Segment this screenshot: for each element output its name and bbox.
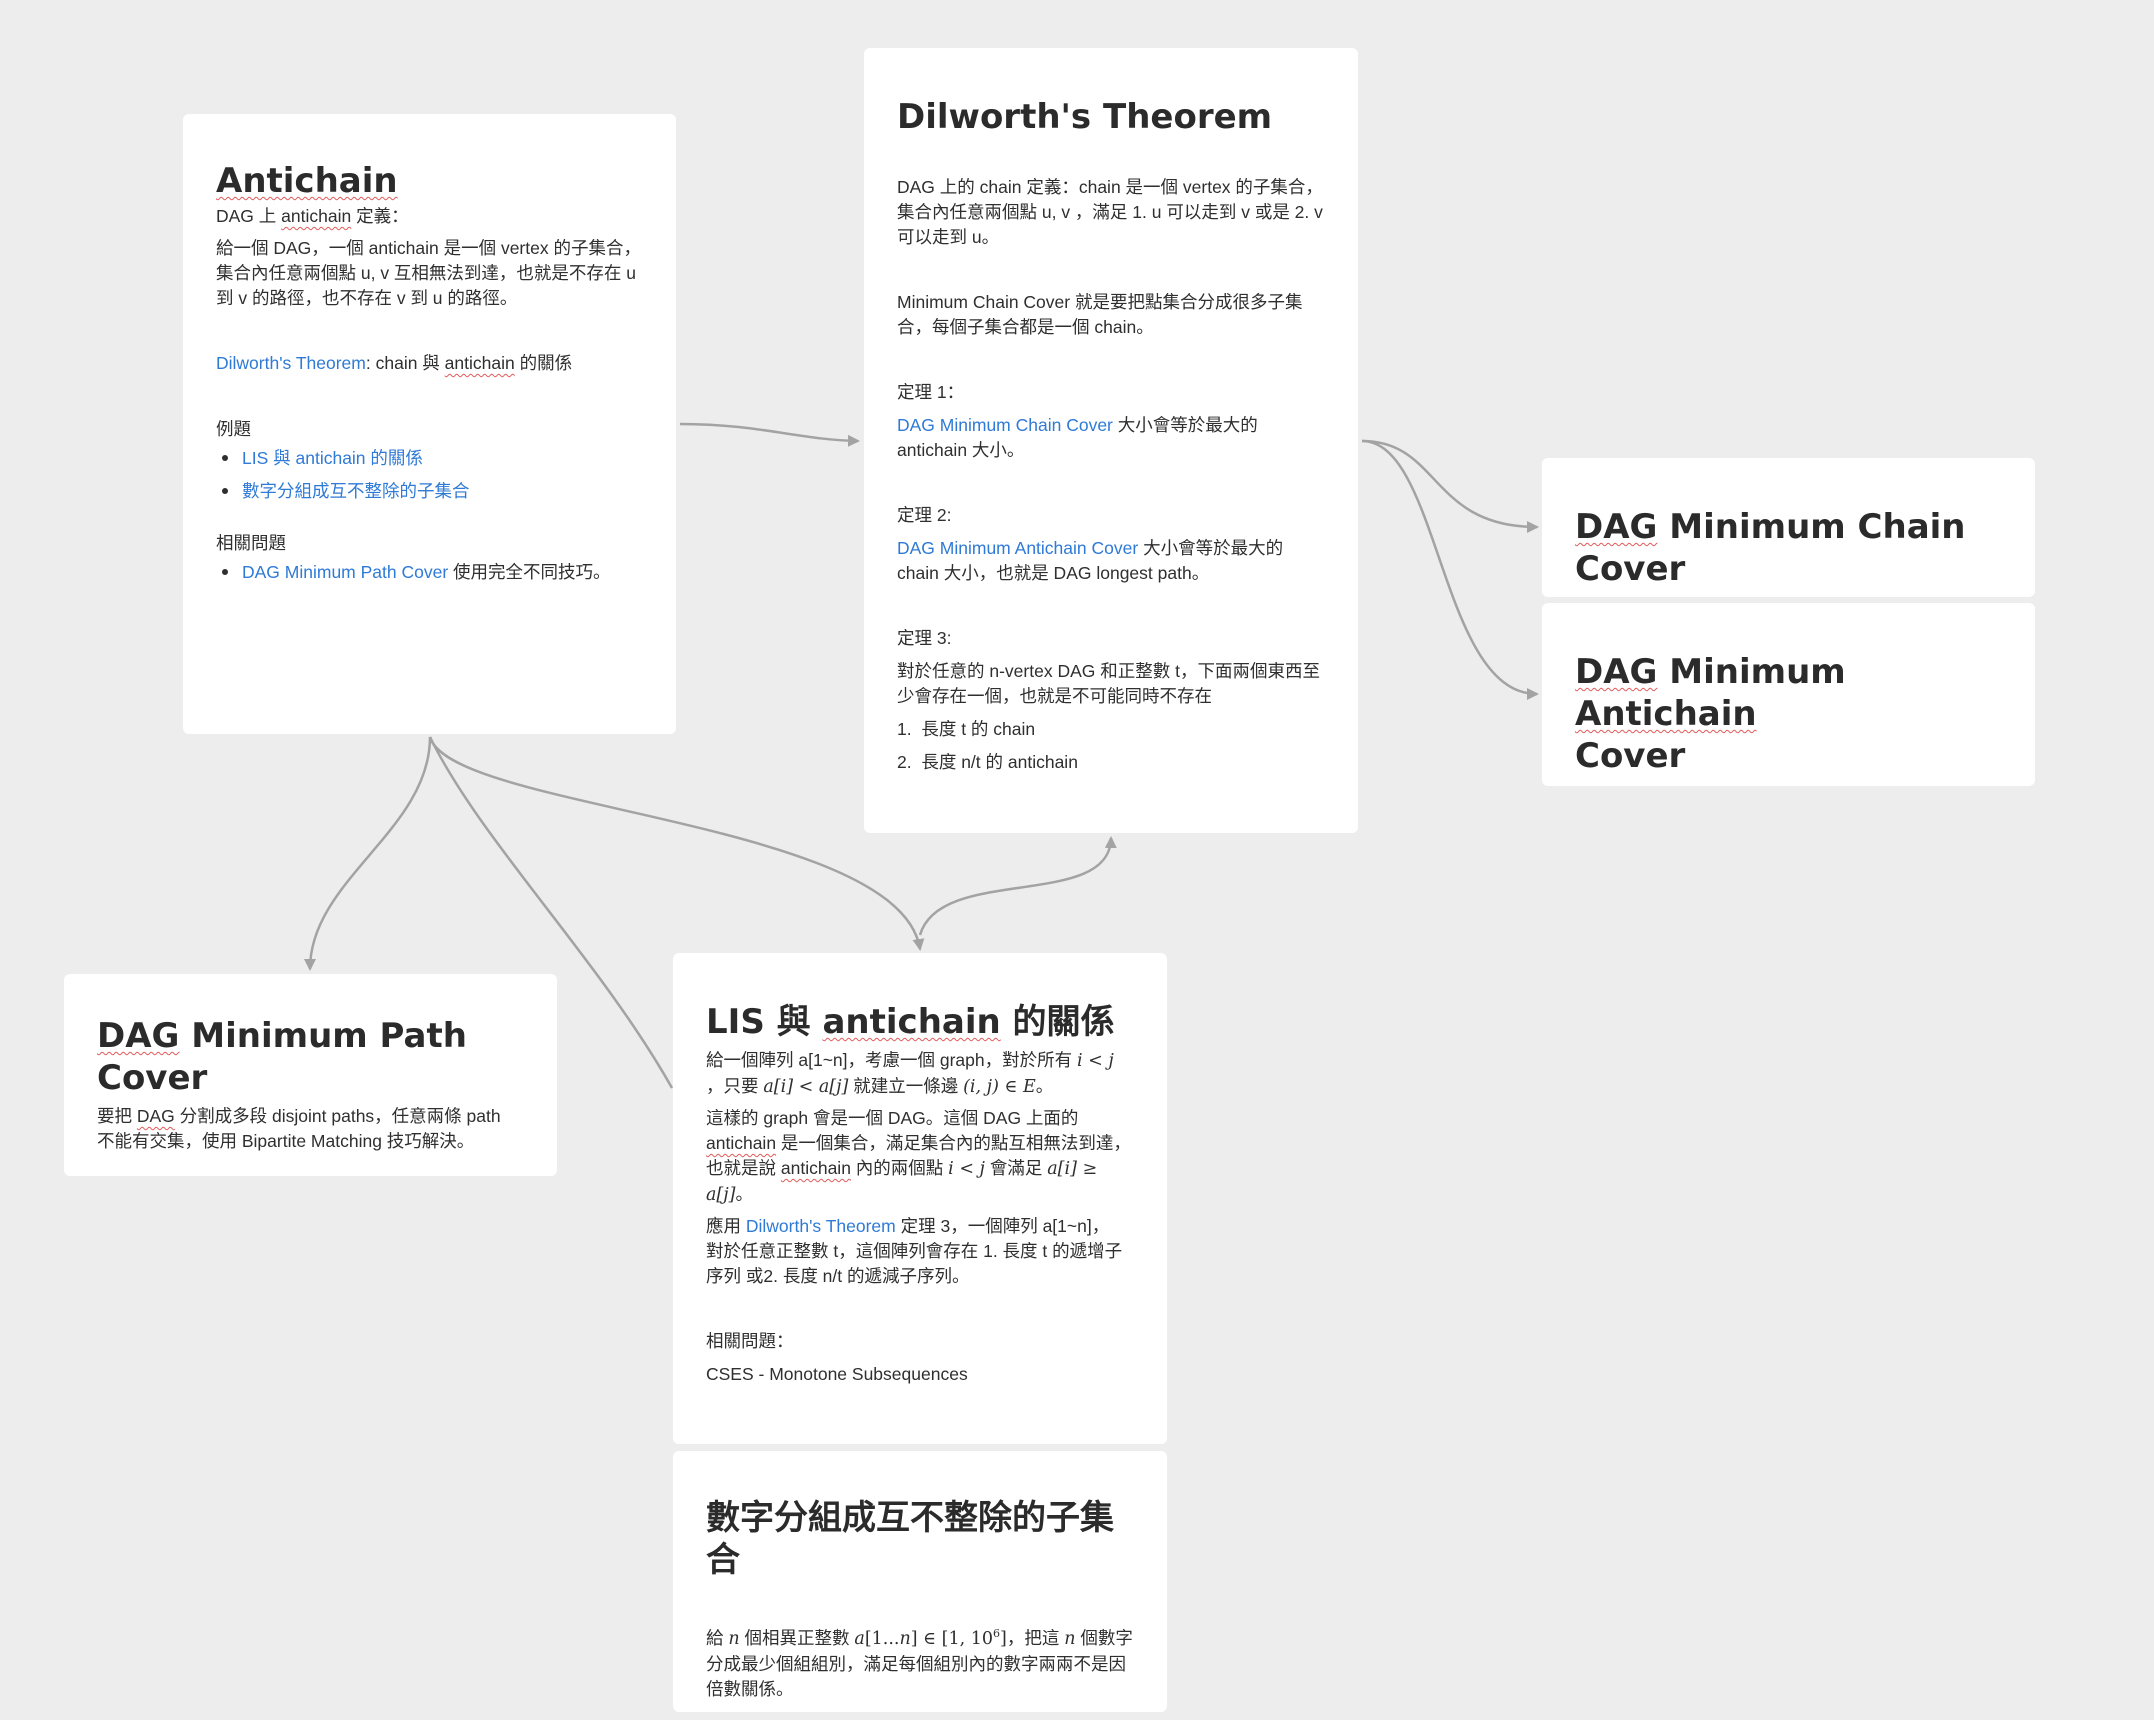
list-item: 1. 長度 t 的 chain (897, 719, 1036, 739)
examples-list: LIS 與 antichain 的關係 數字分組成互不整除的子集合 (216, 442, 643, 508)
card-antichain[interactable]: Antichain DAG 上 antichain 定義： 給一個 DAG，一個… (183, 114, 676, 734)
link-lis-antichain[interactable]: LIS 與 antichain 的關係 (242, 448, 423, 468)
card-title: Antichain (216, 161, 398, 201)
theorem-3-list: 1. 長度 t 的 chain 2. 長度 n/t 的 antichain (897, 717, 1325, 783)
related-label: 相關問題： (706, 1331, 794, 1351)
chain-definition: DAG 上的 chain 定義：chain 是一個 vertex 的子集合， 集… (897, 177, 1323, 247)
link-divide-subsets[interactable]: 數字分組成互不整除的子集合 (242, 481, 470, 501)
edge-antichain-to-path-cover[interactable] (304, 736, 432, 971)
list-item: DAG Minimum Path Cover 使用完全不同技巧。 (216, 556, 643, 589)
chain-cover-definition: Minimum Chain Cover 就是要把點集合分成很多子集 合，每個子集… (897, 292, 1303, 337)
theorem-2-text: DAG Minimum Antichain Cover 大小會等於最大的 cha… (897, 538, 1284, 583)
theorem-1-label: 定理 1： (897, 382, 965, 402)
card-chain-cover[interactable]: DAG Minimum Chain Cover (1542, 458, 2035, 597)
theorem-3-text: 對於任意的 n-vertex DAG 和正整數 t，下面兩個東西至 少會存在一個… (897, 661, 1320, 706)
card-text: 要把 DAG 分割成多段 disjoint paths，任意兩條 path 不能… (97, 1106, 501, 1151)
theorem-2-label: 定理 2: (897, 505, 952, 525)
definition-label: DAG 上 antichain 定義： (216, 206, 409, 226)
paragraph-dilworth-application: 應用 Dilworth's Theorem 定理 3，一個陣列 a[1~n]， … (706, 1216, 1123, 1286)
card-title: LIS 與 antichain 的關係 (706, 1002, 1115, 1042)
list-item: 數字分組成互不整除的子集合 (216, 475, 643, 508)
card-dilworth[interactable]: Dilworth's Theorem DAG 上的 chain 定義：chain… (864, 48, 1358, 833)
related-label: 相關問題 (216, 533, 286, 553)
link-dilworth[interactable]: Dilworth's Theorem (745, 1216, 896, 1236)
theorem-1-text: DAG Minimum Chain Cover 大小會等於最大的 anticha… (897, 415, 1258, 460)
paragraph-antichain: 這樣的 graph 會是一個 DAG。這個 DAG 上面的 antichain … (706, 1108, 1131, 1205)
card-lis[interactable]: LIS 與 antichain 的關係 給一個陣列 a[1~n]，考慮一個 gr… (673, 953, 1167, 1444)
card-divide-subsets[interactable]: 數字分組成互不整除的子集合 給 n 個相異正整數 a[1...n] ∈ [1, … (673, 1451, 1167, 1712)
edge-lis-to-dilworth[interactable] (918, 836, 1117, 936)
relation-line: Dilworth's Theorem: chain 與 antichain 的關… (216, 353, 573, 373)
related-list: DAG Minimum Path Cover 使用完全不同技巧。 (216, 556, 643, 589)
edge-dilworth-to-antichain-cover[interactable] (1361, 439, 1539, 700)
link-path-cover[interactable]: DAG Minimum Path Cover (242, 562, 449, 582)
list-item: 2. 長度 n/t 的 antichain (897, 752, 1078, 772)
theorem-3-label: 定理 3: (897, 628, 952, 648)
card-title: DAG Minimum Chain Cover (1575, 507, 1966, 589)
definition-text: 給一個 DAG，一個 antichain 是一個 vertex 的子集合， 集合… (216, 238, 641, 308)
link-chain-cover[interactable]: DAG Minimum Chain Cover (897, 415, 1113, 435)
paragraph-graph: 給一個陣列 a[1~n]，考慮一個 graph，對於所有 i < j ，只要 a… (706, 1050, 1114, 1097)
card-title: Dilworth's Theorem (897, 97, 1273, 137)
edge-dilworth-to-chain-cover[interactable] (1361, 439, 1539, 533)
link-antichain-cover[interactable]: DAG Minimum Antichain Cover (897, 538, 1139, 558)
card-path-cover[interactable]: DAG Minimum Path Cover 要把 DAG 分割成多段 disj… (64, 974, 557, 1176)
edge-antichain-to-dilworth[interactable] (679, 422, 860, 447)
list-item: LIS 與 antichain 的關係 (216, 442, 643, 475)
link-dilworth[interactable]: Dilworth's Theorem (216, 353, 366, 373)
card-text: 給 n 個相異正整數 a[1...n] ∈ [1, 106]，把這 n 個數字 … (706, 1627, 1133, 1699)
card-title: 數字分組成互不整除的子集合 (706, 1498, 1114, 1580)
related-item: CSES - Monotone Subsequences (706, 1364, 968, 1384)
examples-label: 例題 (216, 419, 251, 439)
card-title: DAG Minimum Path Cover (97, 1016, 467, 1098)
edge-antichain-to-lis[interactable] (428, 736, 925, 951)
